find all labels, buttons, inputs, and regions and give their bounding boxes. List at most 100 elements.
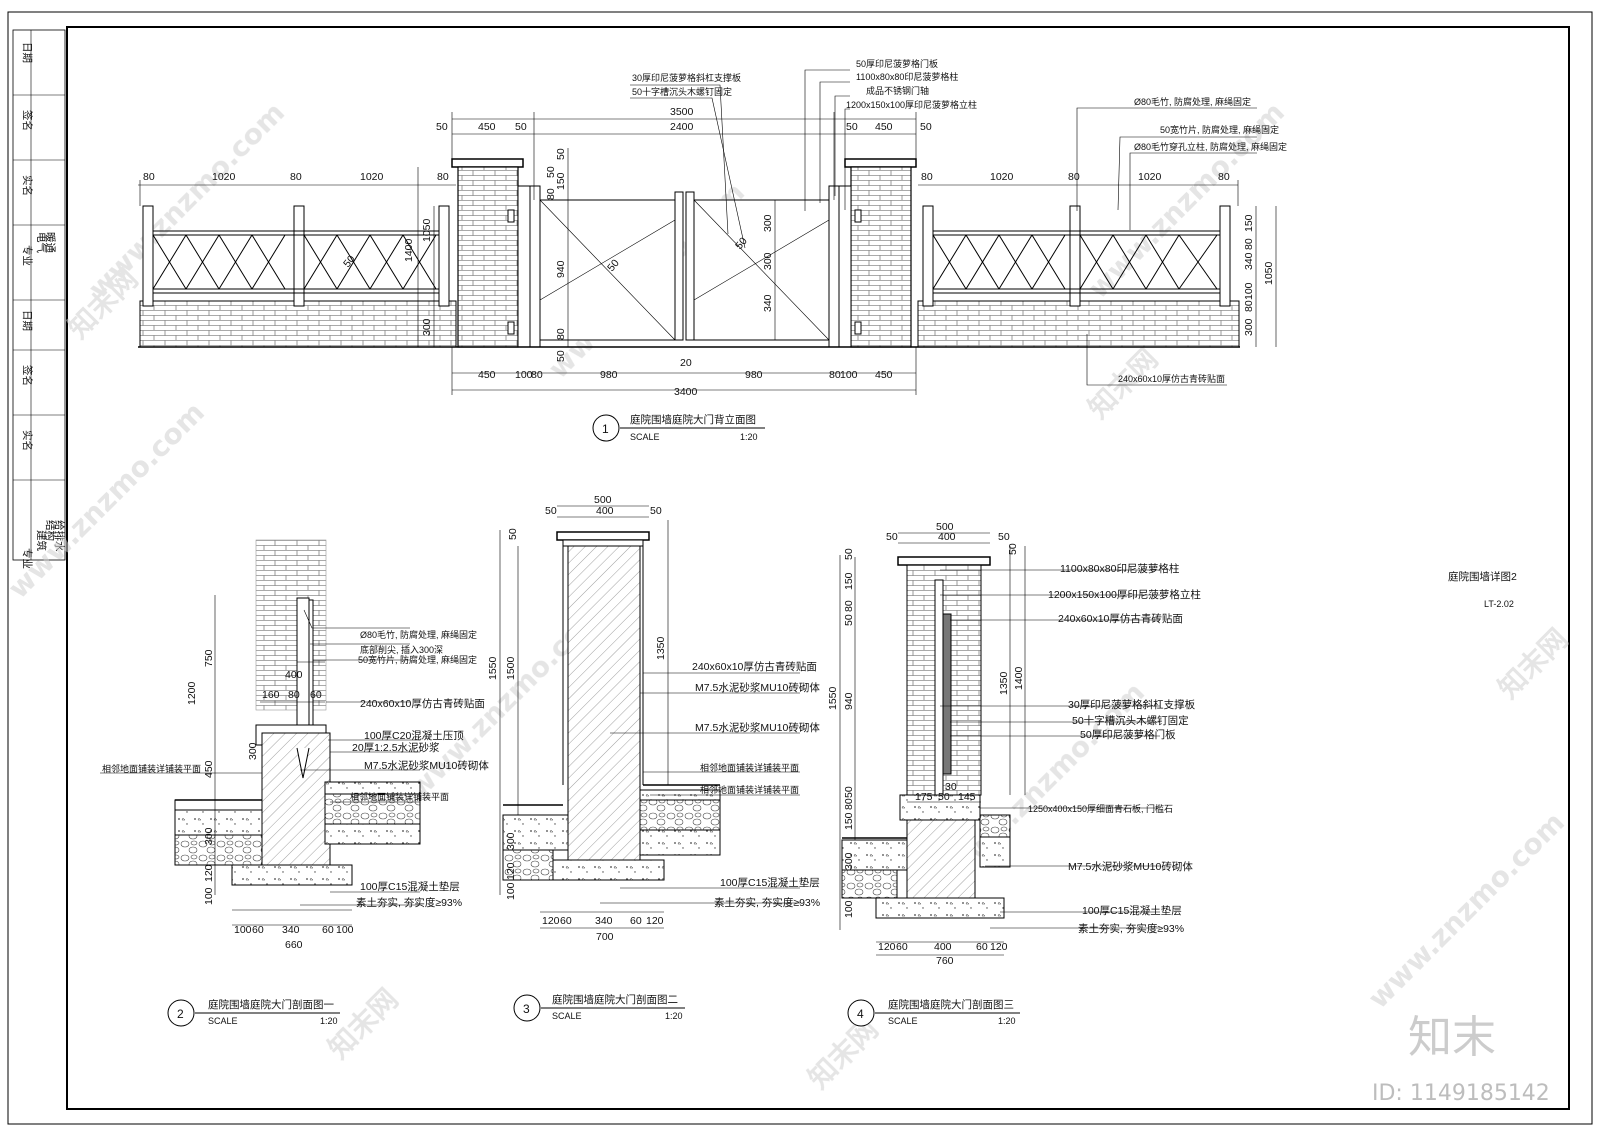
callout-m-0: 50厚印尼菠萝格门板	[856, 58, 938, 69]
s3-c-6: 素土夯实, 夯实度≥93%	[714, 896, 820, 909]
s3-b-3: 60	[630, 915, 642, 927]
s2-c-7: 相邻地面铺装详铺装平面	[102, 763, 201, 774]
gv-50c: 50	[555, 350, 567, 362]
left-pillar	[457, 166, 519, 348]
sheet-title: 庭院围墙详图2	[1448, 570, 1517, 583]
s4-v-1550: 1550	[827, 686, 839, 710]
view3-title: 庭院围墙庭院大门剖面图二	[552, 993, 678, 1006]
elev-dim-3500: 3500	[670, 106, 694, 118]
brand-watermark: 知末	[1408, 1012, 1496, 1063]
s4-v-50b: 50	[843, 614, 855, 626]
s2-c-0: Ø80毛竹, 防腐处理, 麻绳固定	[360, 629, 477, 640]
bd-2: 80	[531, 369, 543, 381]
s2-c-3: 240x60x10厚仿古青砖贴面	[360, 697, 485, 710]
s4-i-145: 145	[958, 791, 976, 803]
tb-row-4: 实名	[21, 430, 34, 451]
tb-row-12: 日期	[21, 42, 33, 63]
callout-r-0: Ø80毛竹, 防腐处理, 麻绳固定	[1134, 96, 1251, 107]
view2-title: 庭院围墙庭院大门剖面图一	[208, 998, 334, 1011]
watermark-logo-4: 知末网	[802, 1012, 885, 1095]
s4-v-80a: 80	[843, 600, 855, 612]
s4-c-4: 50十字槽沉头木螺钉固定	[1072, 714, 1189, 727]
s4-v-940: 940	[843, 692, 855, 710]
s3-v-1350: 1350	[655, 636, 667, 660]
s4-c-3: 30厚印尼菠萝格斜杠支撑板	[1068, 698, 1196, 711]
s4-i-50: 50	[938, 791, 950, 803]
bd-4: 20	[680, 357, 692, 369]
left-pillar-cap	[451, 158, 524, 168]
bd-1: 100	[515, 369, 533, 381]
bd-0: 450	[478, 369, 496, 381]
s4-b-total: 760	[936, 955, 954, 967]
rf-dim-2: 80	[1068, 171, 1080, 183]
s2-b-3: 60	[322, 924, 334, 936]
s4-v-50a: 50	[843, 548, 855, 560]
rf-dim-0: 80	[921, 171, 933, 183]
s3-v-120: 120	[505, 862, 517, 880]
s2-c-9: 100厚C15混凝土垫层	[360, 880, 460, 893]
callout-m-1: 1100x80x80印尼菠萝格柱	[856, 71, 958, 82]
s2-c-5: 20厚1:2.5水泥砂浆	[352, 741, 440, 754]
s4-v-150a: 150	[843, 572, 855, 590]
s2-b-2: 340	[282, 924, 300, 936]
view2-scale-word: SCALE	[208, 1016, 238, 1026]
rf-dim-3: 1020	[1138, 171, 1162, 183]
tb-row-10: 实名	[21, 175, 34, 196]
s4-v-80b: 80	[843, 798, 855, 810]
tb-row-3: 给排水	[53, 520, 66, 552]
tb-row-9: 暖通	[44, 232, 57, 253]
s3-b-4: 120	[646, 915, 664, 927]
s2-v-120: 120	[203, 864, 215, 882]
outer-frame	[7, 11, 1593, 1125]
tb-row-11: 签名	[21, 110, 34, 131]
rv-0: 150	[1243, 214, 1255, 232]
gv-150: 150	[555, 172, 567, 190]
view3-scale-word: SCALE	[552, 1011, 582, 1021]
tb-row-0: 专业	[21, 548, 34, 569]
s3-t-50b: 50	[650, 505, 662, 517]
tb-row-5: 签名	[21, 365, 34, 386]
s3-v-1500: 1500	[505, 656, 517, 680]
elevation-view: 3500 2400 50 450 50 50 450 50 80 1020 80…	[138, 58, 1287, 442]
left-fence-base	[139, 300, 457, 348]
s4-v-1350: 1350	[998, 671, 1010, 695]
bd-7: 100	[840, 369, 858, 381]
tb-row-6: 日期	[21, 310, 33, 331]
s4-v-1400: 1400	[1013, 666, 1025, 690]
s3-t-500: 500	[594, 494, 612, 506]
bd-3: 980	[600, 369, 618, 381]
elev-dim-50b: 50	[515, 121, 527, 133]
mv-2: 340	[762, 294, 774, 312]
tb-row-1: 建筑	[35, 530, 48, 551]
s3-b-0: 120	[542, 915, 560, 927]
lv-300: 300	[421, 318, 433, 336]
s4-v-100: 100	[843, 900, 855, 918]
view1-title: 庭院围墙庭院大门背立面图	[630, 413, 756, 426]
watermark-site-4: www.znzmo.com	[2, 396, 211, 605]
elev-dim-2400: 2400	[670, 121, 694, 133]
s3-b-1: 60	[560, 915, 572, 927]
s4-b-1: 60	[896, 941, 908, 953]
s4-t-50a: 50	[886, 531, 898, 543]
slope-a: 50	[341, 253, 358, 270]
callout-r-1: 50宽竹片, 防腐处理, 麻绳固定	[1160, 124, 1279, 135]
bd-6: 80	[829, 369, 841, 381]
section-2-view: 500 50 400 50 50 1550 1500 1350 300 120 …	[487, 494, 820, 1022]
s4-i-175: 175	[915, 791, 933, 803]
s2-c-1: 底部削尖, 插入300深	[360, 644, 443, 655]
s2-d-60: 60	[310, 689, 322, 701]
inner-frame	[66, 26, 1570, 1110]
callout-bottom: 240x60x10厚仿古青砖贴面	[1118, 373, 1225, 384]
s3-v-300: 300	[505, 832, 517, 850]
s2-v-1200: 1200	[186, 681, 198, 705]
gv-80b: 80	[555, 328, 567, 340]
callout-r-2: Ø80毛竹穿孔立柱, 防腐处理, 麻绳固定	[1134, 141, 1287, 152]
watermark-site-7: www.znzmo.com	[1362, 806, 1571, 1015]
gv-940: 940	[555, 260, 567, 278]
s4-c-9: 素土夯实, 夯实度≥93%	[1078, 922, 1184, 935]
view4-title: 庭院围墙庭院大门剖面图三	[888, 998, 1014, 1011]
view2-scale: 1:20	[320, 1016, 338, 1026]
s4-v-50d: 50	[1007, 543, 1019, 555]
rv-2: 340	[1243, 252, 1255, 270]
s2-d-80: 80	[288, 689, 300, 701]
